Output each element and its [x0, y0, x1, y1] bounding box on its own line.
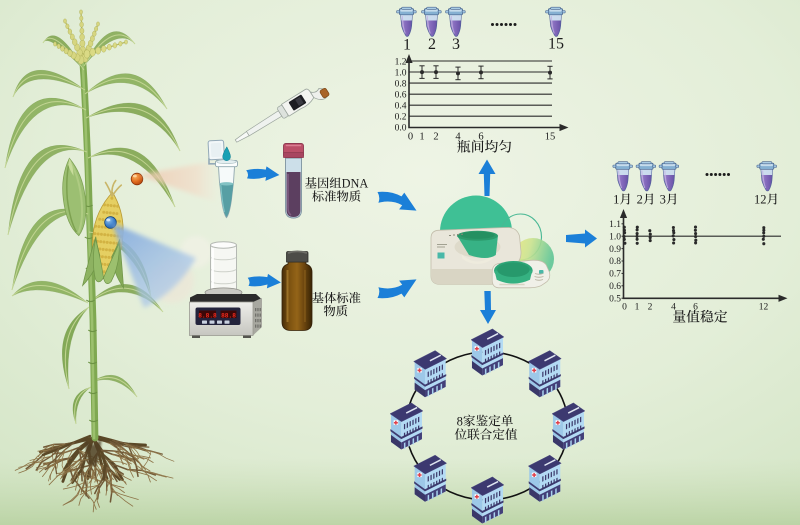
svg-text:2: 2 — [433, 132, 438, 143]
svg-text:0.8: 0.8 — [395, 79, 407, 89]
svg-text:0.7: 0.7 — [609, 270, 621, 280]
svg-text:15: 15 — [545, 132, 556, 143]
svg-text:3: 3 — [452, 36, 460, 53]
svg-text:2: 2 — [648, 303, 653, 313]
svg-text:12: 12 — [759, 303, 769, 313]
svg-text:1.0: 1.0 — [609, 232, 621, 242]
svg-text:DNA: DNA — [342, 177, 369, 191]
svg-text:6: 6 — [478, 132, 483, 143]
svg-text:2: 2 — [428, 36, 436, 53]
svg-text:0.2: 0.2 — [395, 113, 407, 123]
svg-text:0.6: 0.6 — [609, 282, 621, 292]
svg-text:1: 1 — [635, 303, 640, 313]
svg-text:88.8: 88.8 — [221, 312, 236, 319]
svg-text:1: 1 — [613, 193, 619, 207]
svg-text:2: 2 — [637, 193, 643, 207]
svg-text:1: 1 — [403, 37, 411, 54]
svg-text:4: 4 — [455, 132, 461, 143]
svg-text:0: 0 — [408, 132, 413, 143]
svg-text:1.1: 1.1 — [609, 220, 621, 230]
svg-text:8: 8 — [457, 414, 463, 428]
svg-text:15: 15 — [548, 36, 564, 53]
svg-text:0.0: 0.0 — [395, 124, 407, 134]
svg-text:0.6: 0.6 — [395, 90, 407, 100]
svg-text:12: 12 — [754, 193, 767, 207]
svg-text:8.8.8: 8.8.8 — [198, 312, 217, 319]
svg-text:0.5: 0.5 — [609, 294, 621, 304]
svg-text:1.0: 1.0 — [395, 68, 407, 78]
svg-text:6: 6 — [693, 303, 698, 313]
svg-text:0: 0 — [622, 303, 627, 313]
svg-text:4: 4 — [671, 303, 676, 313]
svg-text:0.4: 0.4 — [395, 102, 407, 112]
svg-text:0.9: 0.9 — [609, 245, 621, 255]
svg-text:1.2: 1.2 — [395, 57, 407, 67]
svg-text:3: 3 — [660, 193, 666, 207]
svg-text:0.8: 0.8 — [609, 257, 621, 267]
svg-text:1: 1 — [419, 132, 424, 143]
